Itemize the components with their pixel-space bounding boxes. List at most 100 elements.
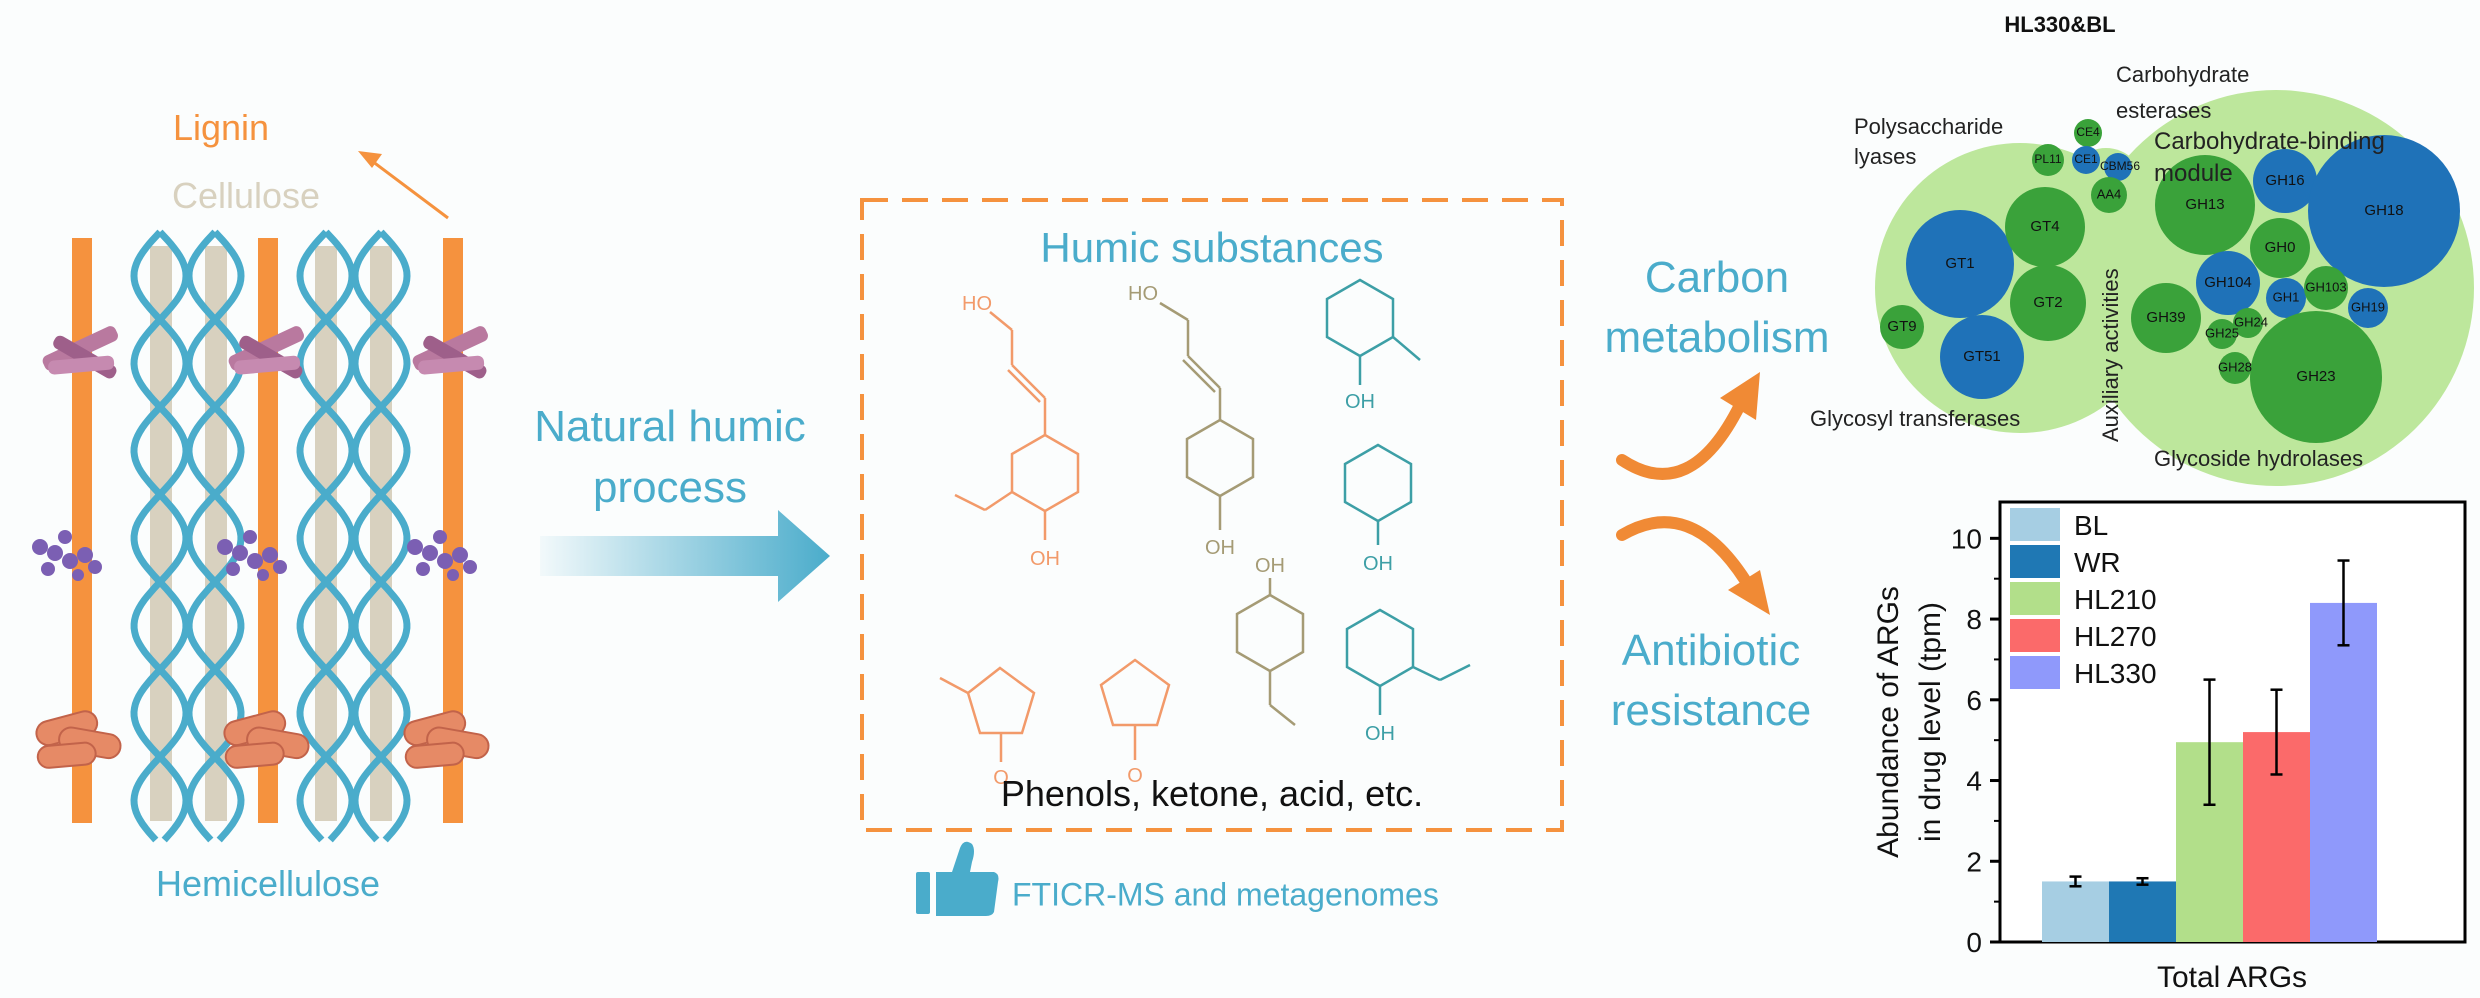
bubble-gt51 [1940,315,2024,399]
svg-text:GH0: GH0 [2265,239,2296,256]
coumaryl-alcohol-structure [1159,301,1255,530]
antibiotic-resistance-arrowhead [1728,570,1770,615]
legend-label-hl210: HL210 [2074,584,2157,615]
hemicellulose-helix-strand [351,229,411,843]
carbon-metabolism-line1: Carbon [1645,253,1789,302]
guaiacol-structure [1345,608,1471,715]
bubble-gh104 [2196,251,2260,315]
svg-text:GH18: GH18 [2364,202,2403,219]
y-tick-label: 6 [1966,685,1982,716]
bubble-pl11 [2032,144,2064,176]
polysaccharide-lyases-label-line1: Polysaccharide [1854,114,2003,139]
svg-text:GH25: GH25 [2205,325,2239,340]
svg-text:GH19: GH19 [2351,299,2385,314]
humic-substances-box [860,198,1564,832]
bubble-group-labels: Polysaccharide lyases Carbohydrate ester… [1810,62,2385,471]
svg-text:GH13: GH13 [2185,196,2224,213]
bubble-gh24 [2233,308,2263,338]
y-axis-label-line1: Abundance of ARGs [1872,586,1905,858]
svg-text:GT4: GT4 [2030,218,2059,235]
lignin-label: Lignin [173,107,269,148]
legend-label-hl330: HL330 [2074,658,2157,689]
humic-substances-caption: Phenols, ketone, acid, etc. [1001,773,1423,814]
lignin-molecule-clusters [42,326,488,379]
svg-text:GT1: GT1 [1945,255,1974,272]
antibiotic-resistance-line2: resistance [1611,686,1812,735]
svg-text:GH24: GH24 [2234,314,2268,329]
svg-text:CE1: CE1 [2074,152,2098,166]
legend-swatch-hl210 [2010,582,2060,615]
bubble-ce4 [2074,119,2102,147]
bubble-gh16 [2253,149,2317,213]
coniferyl-alcohol-structure [954,311,1080,540]
svg-text:GH39: GH39 [2146,309,2185,326]
bubble-gt4 [2005,187,2085,267]
legend-label-bl: BL [2074,510,2108,541]
svg-text:GH23: GH23 [2296,368,2335,385]
svg-text:O: O [993,767,1009,789]
bubble-gh25 [2207,319,2237,349]
chemical-structures [939,278,1471,762]
svg-text:OH: OH [1345,391,1375,413]
svg-text:GT9: GT9 [1887,318,1916,335]
antibiotic-resistance-line1: Antibiotic [1622,626,1801,675]
svg-text:OH: OH [1205,537,1235,559]
phenol-structure [1343,443,1413,545]
svg-text:CE4: CE4 [2076,125,2100,139]
svg-text:AA4: AA4 [2097,186,2122,201]
svg-text:CBM56: CBM56 [2100,159,2140,173]
y-tick-label: 8 [1966,604,1982,635]
bars [2042,559,2377,942]
lignin-pointer-line [367,156,449,220]
svg-text:O: O [1127,765,1143,787]
svg-text:GH104: GH104 [2204,274,2252,291]
carbon-metabolism-arrow [1616,399,1746,480]
bubble-gh23 [2250,311,2382,443]
bubble-gh1 [2266,278,2306,318]
bubble-chart-title: HL330&BL [2004,12,2115,37]
polysaccharide-lyases-label-line2: lyases [1854,144,1916,169]
cyclopentanone-structure [1099,658,1171,760]
bubble-labels: GT1 GT4 GT2 GT9 GT51 PL11 CE4 CE1 CBM56 … [1887,125,2403,385]
hemicellulose-helices [130,229,411,843]
carbon-metabolism-line2: metabolism [1605,313,1830,362]
cellulose-label: Cellulose [172,175,320,216]
bubble-gh28 [2219,352,2251,384]
bubble-gt9 [1880,305,1924,349]
carbohydrate-binding-label-line1: Carbohydrate-binding [2154,128,2385,155]
y-tick-label: 0 [1966,927,1982,958]
ethylphenol-structure [1235,578,1305,726]
humic-substances-title: Humic substances [1040,224,1383,271]
bubble-gh19 [2348,288,2388,328]
y-tick-label: 4 [1966,766,1982,797]
bubble-chart [1875,90,2474,486]
carbohydrate-esterases-label-line2: esterases [2116,98,2211,123]
bubble-aa4 [2091,177,2127,213]
methylcyclopentanone-structure [939,666,1036,762]
y-tick-label: 2 [1966,846,1982,877]
lignocellulose-illustration [32,151,490,843]
svg-text:OH: OH [1365,723,1395,745]
bacteria-clusters [35,710,490,769]
hemicellulose-helix-strand [185,229,245,843]
antibiotic-resistance-arrow [1616,516,1751,586]
bubble-gh13 [2155,155,2255,255]
legend-swatch-hl270 [2010,619,2060,652]
svg-text:GH1: GH1 [2273,289,2300,304]
bubble-gh39 [2131,283,2201,353]
hemicellulose-helix-strand [351,229,411,843]
cresol-structure [1325,278,1421,385]
svg-text:GH28: GH28 [2218,359,2252,374]
svg-text:PL11: PL11 [2034,152,2061,166]
chemical-labels: HO OH HO OH OH OH O O OH OH [962,283,1395,789]
legend-label-hl270: HL270 [2074,621,2157,652]
legend-swatch-bl [2010,508,2060,541]
bar-bl [2042,881,2109,942]
svg-text:GT51: GT51 [1963,348,2001,365]
svg-text:OH: OH [1255,555,1285,577]
hemicellulose-label: Hemicellulose [156,863,380,904]
